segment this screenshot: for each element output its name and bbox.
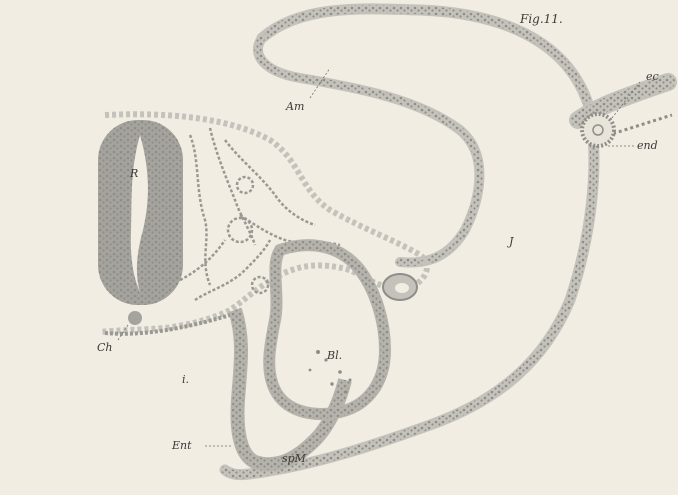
- vessel-knot-lumen: [395, 283, 409, 293]
- label-ec: ec: [646, 71, 659, 82]
- label-am: Am: [286, 101, 304, 112]
- figure-title: Fig.11.: [520, 13, 563, 25]
- endoderm-fold-nuclei: [235, 310, 345, 464]
- label-ent: Ent: [172, 440, 192, 451]
- label-bl: Bl.: [327, 350, 342, 361]
- label-r: R: [130, 168, 138, 179]
- mesenchyme-network: [180, 128, 340, 300]
- chorda: [128, 311, 142, 325]
- duct-lumen: [582, 114, 614, 146]
- label-j: J: [509, 236, 513, 247]
- label-spm: spM: [282, 453, 306, 464]
- label-i: i.: [182, 374, 189, 385]
- label-ch: Ch: [97, 342, 113, 353]
- label-end: end: [637, 140, 658, 151]
- endoderm-fold: [235, 310, 345, 464]
- leader-lines: [118, 68, 640, 466]
